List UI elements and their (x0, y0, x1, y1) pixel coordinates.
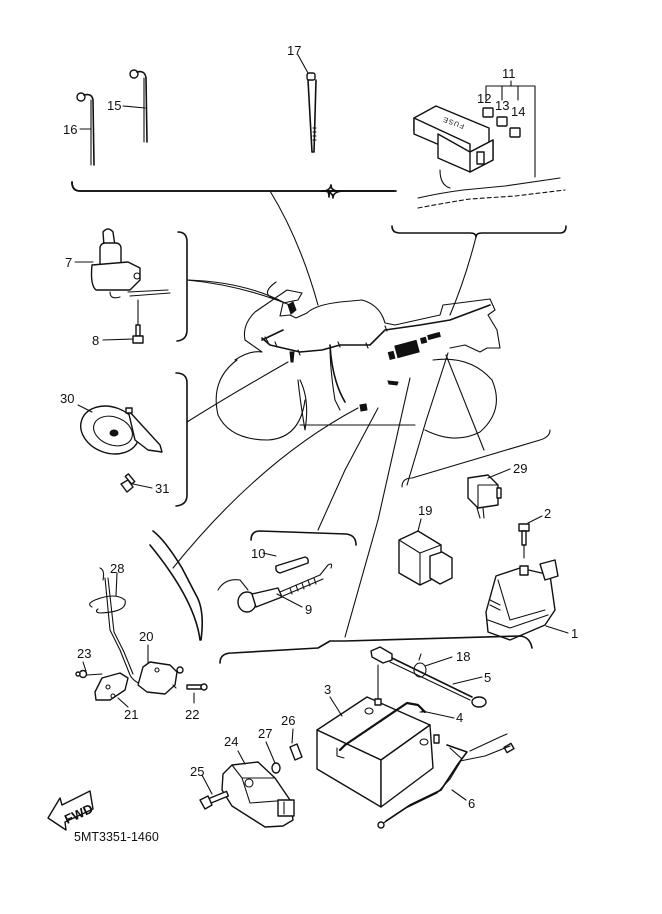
brake-switch-9[interactable] (217, 563, 333, 613)
fuse-13[interactable] (496, 116, 508, 127)
callout-18: 18 (456, 649, 470, 664)
callout-17: 17 (287, 43, 301, 58)
battery-group: 3 4 5 18 6 (149, 544, 533, 829)
fuse-box-group: FUSE 11 12 13 14 (391, 66, 567, 316)
fuse-box[interactable]: FUSE (413, 105, 494, 189)
callout-10: 10 (251, 546, 265, 561)
callout-28: 28 (110, 561, 124, 576)
callout-2: 2 (544, 506, 551, 521)
cable-band-16[interactable] (76, 92, 95, 166)
callout-29: 29 (513, 461, 527, 476)
callout-24: 24 (224, 734, 238, 749)
callout-13: 13 (495, 98, 509, 113)
negative-lead-6[interactable] (377, 733, 515, 829)
starter-relay-1[interactable] (485, 559, 559, 641)
ignitor-bolt-25[interactable] (199, 790, 230, 810)
fuse-12[interactable] (482, 107, 494, 118)
callout-19: 19 (418, 503, 432, 518)
callout-20: 20 (139, 629, 153, 644)
clip-nut-26[interactable] (289, 743, 303, 761)
callout-9: 9 (305, 602, 312, 617)
callout-12: 12 (477, 91, 491, 106)
wire-clip-28[interactable] (89, 567, 156, 689)
fuse-14[interactable] (509, 127, 521, 138)
fwd-arrow: FWD (47, 790, 95, 831)
bracket-nut-23[interactable] (75, 669, 88, 679)
horn-group: 30 31 (60, 361, 289, 507)
callout-27: 27 (258, 726, 272, 741)
bracket-bolt-22[interactable] (186, 683, 208, 691)
sidestand-switch-7[interactable] (90, 228, 171, 299)
callout-14: 14 (511, 104, 525, 119)
callout-8: 8 (92, 333, 99, 348)
callout-4: 4 (456, 710, 463, 725)
horn-30[interactable] (74, 398, 163, 462)
callout-5: 5 (484, 670, 491, 685)
callout-6: 6 (468, 796, 475, 811)
ignitor-unit-24[interactable] (221, 761, 295, 828)
callout-31: 31 (155, 481, 169, 496)
wire-harness (261, 304, 491, 353)
neutral-switch-20[interactable] (137, 661, 184, 695)
battery-3[interactable] (316, 696, 440, 808)
brake-switch-group: 10 9 (217, 530, 357, 617)
cable-bands-group: 16 15 17 (63, 43, 397, 306)
callout-22: 22 (185, 707, 199, 722)
callout-15: 15 (107, 98, 121, 113)
cable-band-15[interactable] (129, 69, 148, 143)
relay-group: 29 19 2 1 (398, 461, 578, 641)
callout-23: 23 (77, 646, 91, 661)
cable-tie-17[interactable] (306, 72, 317, 153)
part-code: 5MT3351-1460 (74, 830, 159, 844)
sidestand-switch-group: 7 8 (65, 228, 291, 348)
motorcycle-outline (172, 279, 551, 638)
callout-7: 7 (65, 255, 72, 270)
relay-bolt-2[interactable] (518, 523, 530, 546)
front-wheel (215, 359, 306, 441)
fairing (234, 289, 501, 361)
group-bracket (71, 181, 334, 198)
switch-cover-10[interactable] (275, 556, 309, 574)
lead-clamp-18[interactable] (413, 653, 427, 678)
callout-21: 21 (124, 707, 138, 722)
positive-lead-5[interactable] (370, 646, 487, 708)
switch-bracket-group: 28 20 23 21 22 (75, 530, 208, 722)
rear-wheel (424, 358, 497, 439)
callout-30: 30 (60, 391, 74, 406)
ignitor-group: 24 25 26 27 (190, 713, 303, 828)
callout-3: 3 (324, 682, 331, 697)
relay-unit-19[interactable] (398, 530, 453, 586)
callout-1: 1 (571, 626, 578, 641)
callout-25: 25 (190, 764, 204, 779)
sidestand-bolt-8[interactable] (132, 324, 144, 344)
switch-bracket-21[interactable] (94, 672, 129, 701)
flasher-relay-29[interactable] (467, 474, 502, 519)
washer-27[interactable] (271, 762, 281, 774)
horn-bolt-31[interactable] (120, 473, 136, 493)
callout-16: 16 (63, 122, 77, 137)
callout-26: 26 (281, 713, 295, 728)
callout-11: 11 (502, 66, 516, 81)
